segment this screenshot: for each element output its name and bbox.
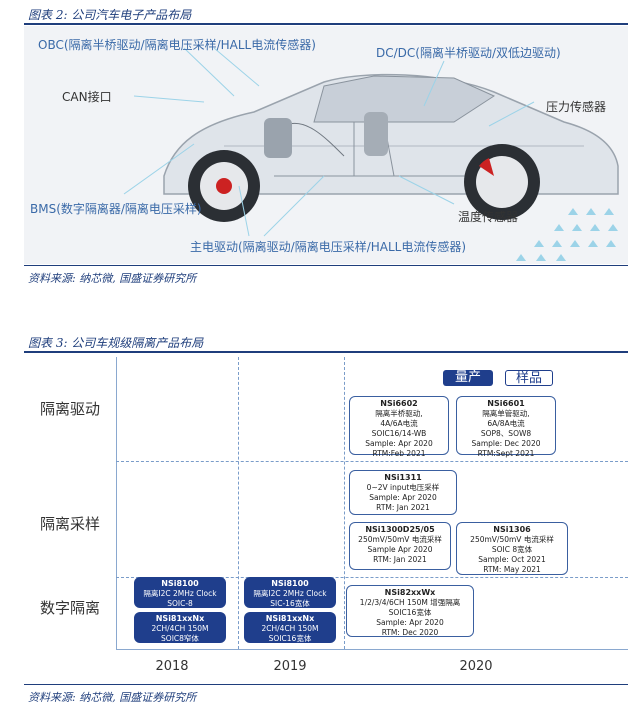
divider-2019-2020 bbox=[344, 357, 345, 649]
decor-triangle bbox=[554, 224, 564, 231]
figure3-panel: 量产 样品 隔离驱动 隔离采样 数字隔离 2018 2019 2020 NSi8… bbox=[24, 357, 628, 679]
year-label-2018: 2018 bbox=[155, 659, 189, 674]
chip-nsi1300d25-05: NSi1300D25/05 250mV/50mV 电流采样 Sample Apr… bbox=[349, 522, 451, 570]
callout-can: CAN接口 bbox=[62, 90, 112, 104]
decor-triangle bbox=[604, 208, 614, 215]
legend-sample: 样品 bbox=[505, 370, 553, 386]
figure3-title: 图表 3: 公司车规级隔离产品布局 bbox=[28, 336, 204, 350]
row-label-isolated-drive: 隔离驱动 bbox=[39, 400, 100, 418]
figure3-top-rule bbox=[24, 351, 628, 353]
decor-triangle bbox=[516, 254, 526, 261]
decor-triangle bbox=[534, 240, 544, 247]
figure2-top-rule bbox=[24, 23, 628, 25]
chip-nsi6602: NSi6602 隔离半桥驱动, 4A/6A电流 SOIC16/14-WB Sam… bbox=[349, 396, 449, 458]
car-illustration bbox=[123, 47, 619, 237]
car-window-shape bbox=[313, 75, 496, 123]
year-label-2019: 2019 bbox=[273, 659, 307, 674]
figure2-source: 资料来源: 纳芯微, 国盛证券研究所 bbox=[28, 272, 197, 285]
callout-drive: 主电驱动(隔离驱动/隔离电压采样/HALL电流传感器) bbox=[190, 240, 467, 254]
chip-nsi81xxnx-2018: NSi81xxNx 2CH/4CH 150M SOIC8窄体 bbox=[134, 612, 226, 643]
figure3-bottom-rule bbox=[24, 684, 628, 685]
callout-bms: BMS(数字隔离器/隔离电压采样) bbox=[30, 202, 202, 216]
decor-triangle bbox=[536, 254, 546, 261]
callout-pressure: 压力传感器 bbox=[546, 100, 607, 114]
decor-triangle bbox=[588, 240, 598, 247]
decor-triangle bbox=[586, 208, 596, 215]
divider-drive-sampling bbox=[116, 461, 628, 462]
row-label-isolated-sampling: 隔离采样 bbox=[39, 515, 100, 533]
decor-triangle bbox=[570, 240, 580, 247]
chip-nsi1306: NSi1306 250mV/50mV 电流采样 SOIC 8宽体 Sample:… bbox=[456, 522, 568, 575]
chip-nsi81xxnx-2019: NSi81xxNx 2CH/4CH 150M SOIC16宽体 bbox=[244, 612, 336, 643]
callout-dcdc: DC/DC(隔离半桥驱动/双低边驱动) bbox=[376, 46, 561, 60]
axis-vertical bbox=[116, 357, 117, 649]
chip-nsi6601: NSi6601 隔离单管驱动, 6A/8A电流 SOP8、SOW8 Sample… bbox=[456, 396, 556, 458]
figure2-title: 图表 2: 公司汽车电子产品布局 bbox=[28, 8, 192, 22]
legend-mass-production: 量产 bbox=[443, 370, 493, 386]
decor-triangle bbox=[552, 240, 562, 247]
divider-2018-2019 bbox=[238, 357, 239, 649]
divider-sampling-digital bbox=[116, 577, 628, 578]
decor-triangle bbox=[556, 254, 566, 261]
axis-horizontal bbox=[116, 649, 628, 650]
chip-nsi1311: NSi1311 0~2V input电压采样 Sample: Apr 2020 … bbox=[349, 470, 457, 515]
row-label-digital-isolation: 数字隔离 bbox=[39, 599, 100, 617]
decor-triangle bbox=[572, 224, 582, 231]
callout-temp: 温度传感器 bbox=[458, 210, 519, 224]
chip-nsi8100-2018: NSi8100 隔离I2C 2MHz Clock SOIC-8 bbox=[134, 577, 226, 608]
figure3-source: 资料来源: 纳芯微, 国盛证券研究所 bbox=[28, 691, 197, 704]
figure2-bottom-rule bbox=[24, 265, 628, 266]
figure2-panel: OBC(隔离半桥驱动/隔离电压采样/HALL电流传感器) DC/DC(隔离半桥驱… bbox=[24, 26, 628, 264]
chip-nsi82xxwx: NSi82xxWx 1/2/3/4/6CH 150M 增强隔离 SOIC16宽体… bbox=[346, 585, 474, 637]
decor-triangle bbox=[568, 208, 578, 215]
chip-nsi8100-2019: NSi8100 隔离I2C 2MHz Clock SIC-16宽体 bbox=[244, 577, 336, 608]
decor-triangle bbox=[590, 224, 600, 231]
year-label-2020: 2020 bbox=[459, 659, 493, 674]
callout-obc: OBC(隔离半桥驱动/隔离电压采样/HALL电流传感器) bbox=[38, 38, 316, 52]
decor-triangle bbox=[606, 240, 616, 247]
decor-triangle bbox=[608, 224, 618, 231]
